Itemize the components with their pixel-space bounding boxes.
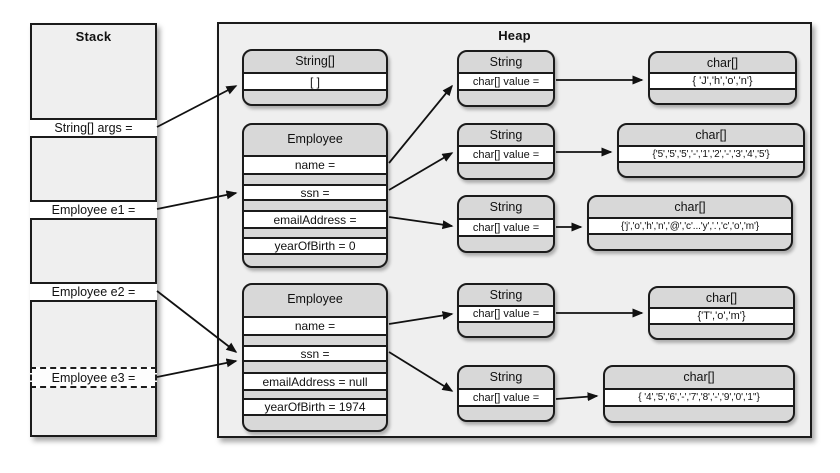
stack-title: Stack: [75, 29, 112, 44]
heap-object-employee1: Employee name = ssn = emailAddress = yea…: [242, 123, 388, 268]
heap-object-chars2: char[] {'5','5','5','-','1','2','-','3',…: [617, 123, 805, 178]
employee1-field-name: name =: [244, 155, 386, 175]
stack-slot-args: String[] args =: [30, 118, 157, 138]
chars4-type-label: char[]: [705, 291, 738, 305]
stack-slot-e2: Employee e2 =: [30, 282, 157, 302]
employee2-field-email: emailAddress = null: [244, 372, 386, 391]
heap-object-chars5: char[] { '4','5','6','-','7','8','-','9'…: [603, 365, 795, 423]
chars1-value: { 'J','h','o','n'}: [650, 72, 795, 90]
heap-object-string2: String char[] value =: [457, 123, 555, 180]
employee2-field-name: name =: [244, 316, 386, 336]
stack-panel: Stack String[] args = Employee e1 = Empl…: [30, 23, 157, 437]
heap-object-chars1: char[] { 'J','h','o','n'}: [648, 51, 797, 105]
string-array-value: [ ]: [244, 72, 386, 91]
string2-type-label: String: [489, 128, 523, 142]
employee1-field-email: emailAddress =: [244, 210, 386, 229]
employee1-type-label: Employee: [287, 132, 343, 146]
heap-object-chars4: char[] {'T','o','m'}: [648, 286, 795, 340]
string3-type-label: String: [489, 200, 523, 214]
string5-value-field: char[] value =: [459, 388, 553, 407]
string1-value-field: char[] value =: [459, 72, 553, 91]
chars2-type-label: char[]: [695, 128, 727, 142]
heap-object-chars3: char[] {'j','o','h','n','@','c'...'y','.…: [587, 195, 793, 251]
string4-type-label: String: [489, 288, 523, 302]
employee2-field-yob: yearOfBirth = 1974: [244, 398, 386, 416]
string5-type-label: String: [489, 370, 523, 384]
heap-object-string5: String char[] value =: [457, 365, 555, 422]
string-array-type-label: String[]: [295, 54, 335, 68]
chars1-type-label: char[]: [706, 56, 739, 70]
string4-value-field: char[] value =: [459, 305, 553, 323]
heap-title: Heap: [498, 28, 531, 43]
string2-value-field: char[] value =: [459, 145, 553, 164]
employee1-field-yob: yearOfBirth = 0: [244, 237, 386, 255]
chars5-type-label: char[]: [683, 370, 715, 384]
chars5-value: { '4','5','6','-','7','8','-','9','0','1…: [605, 388, 793, 407]
stack-slot-e3: Employee e3 =: [30, 367, 157, 388]
chars3-type-label: char[]: [674, 200, 706, 214]
heap-object-employee2: Employee name = ssn = emailAddress = nul…: [242, 283, 388, 432]
string3-value-field: char[] value =: [459, 218, 553, 237]
chars2-value: {'5','5','5','-','1','2','-','3','4','5'…: [619, 145, 803, 163]
employee1-field-ssn: ssn =: [244, 184, 386, 201]
stack-slot-e1: Employee e1 =: [30, 200, 157, 220]
heap-object-string1: String char[] value =: [457, 50, 555, 107]
heap-object-string3: String char[] value =: [457, 195, 555, 253]
chars3-value: {'j','o','h','n','@','c'...'y','.','c','…: [589, 217, 791, 235]
employee2-field-ssn: ssn =: [244, 345, 386, 362]
heap-object-string4: String char[] value =: [457, 283, 555, 338]
chars4-value: {'T','o','m'}: [650, 307, 793, 325]
heap-object-string-array: String[] [ ]: [242, 49, 388, 106]
employee2-type-label: Employee: [287, 292, 343, 306]
string1-type-label: String: [489, 55, 523, 69]
